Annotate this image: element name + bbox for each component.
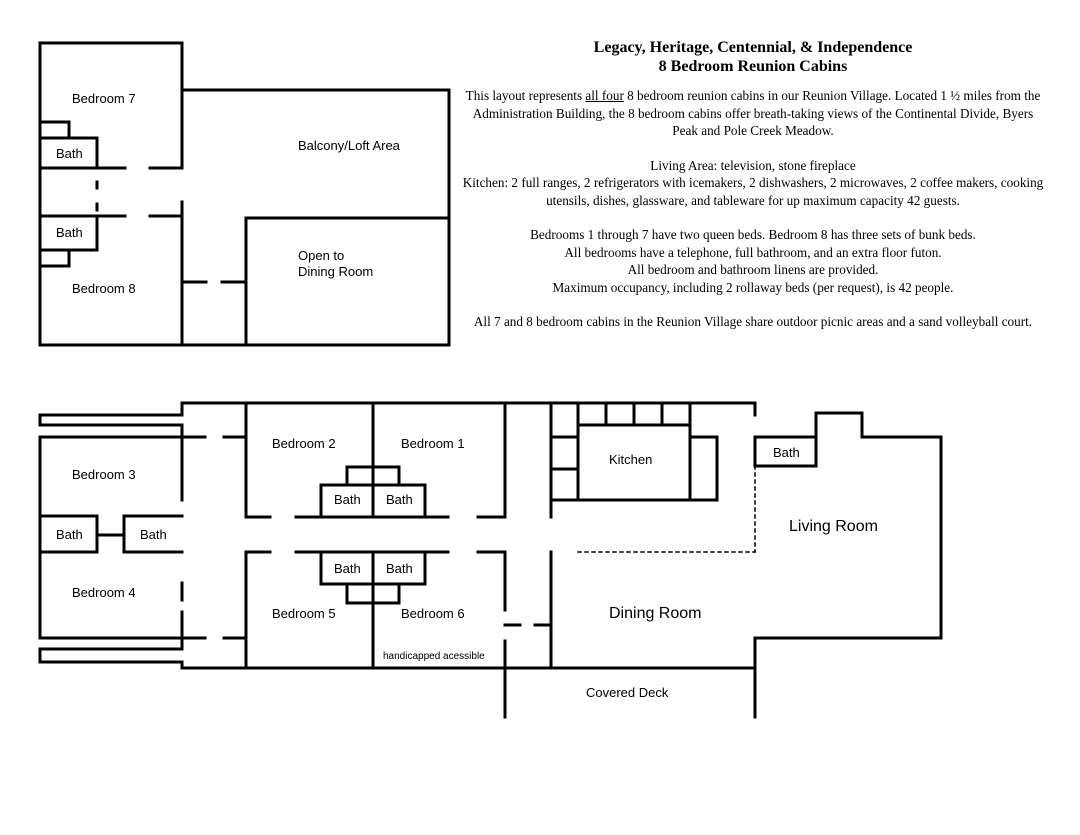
bedroom8-label: Bedroom 8 (72, 281, 136, 296)
bath-label-bottom-right: Bath (386, 561, 413, 576)
bath-label-bottom-left: Bath (334, 561, 361, 576)
kitchen-amenities: Kitchen: 2 full ranges, 2 refrigerators … (462, 175, 1044, 208)
open-to-label-line2: Dining Room (298, 264, 373, 279)
bedrooms-paragraph: Bedrooms 1 through 7 have two queen beds… (462, 226, 1044, 296)
bedroom6-label: Bedroom 6 (401, 606, 465, 621)
bedroom4-label: Bedroom 4 (72, 585, 136, 600)
bedroom-features: All bedrooms have a telephone, full bath… (564, 244, 942, 260)
bedroom3-label: Bedroom 3 (72, 467, 136, 482)
bedroom5-label: Bedroom 5 (272, 606, 336, 621)
bedroom1-label: Bedroom 1 (401, 436, 465, 451)
bath-label-top-left: Bath (334, 492, 361, 507)
cabin-description: Legacy, Heritage, Centennial, & Independ… (462, 38, 1044, 331)
living-room-label: Living Room (789, 518, 878, 535)
upper-floor-walls (38, 41, 451, 347)
dining-room-label: Dining Room (609, 605, 701, 622)
title-line2: 8 Bedroom Reunion Cabins (658, 58, 848, 75)
bedroom2-label: Bedroom 2 (272, 436, 336, 451)
bedroom-beds: Bedrooms 1 through 7 have two queen beds… (530, 227, 976, 242)
covered-deck-label: Covered Deck (586, 685, 669, 700)
accessible-label: handicapped acessible (383, 651, 485, 662)
linens-note: All bedroom and bathroom linens are prov… (627, 262, 879, 277)
living-amenities: Living Area: television, stone fireplace (650, 157, 856, 173)
bath-label-main-left: Bath (56, 527, 83, 542)
intro-paragraph: This layout represents all four 8 bedroo… (462, 87, 1044, 140)
intro-post: 8 bedroom reunion cabins in our Reunion … (472, 88, 1041, 138)
main-floor-walls (38, 401, 943, 719)
bath-label-top-right: Bath (386, 492, 413, 507)
open-to-label-line1: Open to (298, 248, 344, 263)
shared-amenities: All 7 and 8 bedroom cabins in the Reunio… (473, 314, 1033, 329)
amenities-paragraph: Living Area: television, stone fireplace… (462, 157, 1044, 210)
bedroom7-label: Bedroom 7 (72, 91, 136, 106)
shared-paragraph: All 7 and 8 bedroom cabins in the Reunio… (462, 313, 1044, 331)
bath-label-main-right: Bath (140, 527, 167, 542)
intro-pre: This layout represents (465, 88, 586, 103)
bath-label-upper-a: Bath (56, 146, 83, 161)
intro-underlined: all four (585, 88, 624, 103)
bath-label-living: Bath (773, 445, 800, 460)
title-line1: Legacy, Heritage, Centennial, & Independ… (593, 39, 913, 56)
balcony-label: Balcony/Loft Area (298, 138, 401, 153)
bath-label-upper-b: Bath (56, 225, 83, 240)
page-title: Legacy, Heritage, Centennial, & Independ… (462, 38, 1044, 76)
kitchen-label: Kitchen (609, 452, 652, 467)
occupancy-note: Maximum occupancy, including 2 rollaway … (552, 279, 954, 295)
